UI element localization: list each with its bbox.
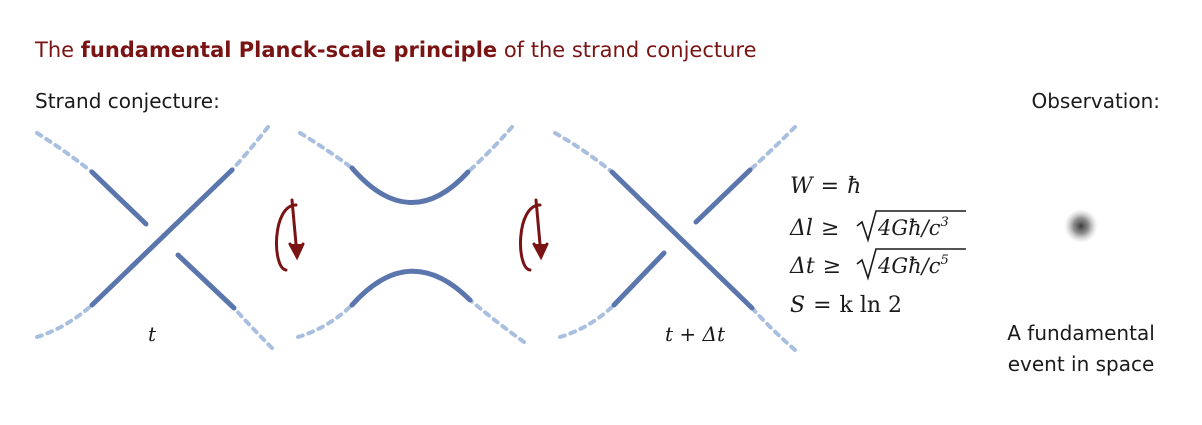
right-heading: Observation: [1031,89,1160,113]
title-suffix: of the strand conjecture [497,38,756,62]
equation-lhs: Δl [789,216,813,241]
equation-lhs: W [790,174,815,199]
equation-rhs: k ln 2 [840,293,903,318]
strand-tail [750,127,795,170]
crossing-panel-start [37,127,272,348]
equations: W=ħ Δl≥ 4Għ/c3 Δt≥ 4Għ/c5 S=k ln 2 [789,174,966,318]
equation-length: Δl ≥ [789,216,839,241]
time-label-end: t + Δt [665,322,726,346]
strand-tail [300,133,352,168]
time-label-start: t [148,322,157,346]
strand-tail [555,133,612,172]
title-prefix: The [34,38,81,62]
equation-action: W= ħ [790,174,861,199]
rotation-arrow-icon [521,200,547,270]
strand-lower-arc [352,271,470,305]
equation-relation: = [821,174,839,199]
sqrt-body: 4Għ/c3 [877,215,949,240]
crossing-panel-end [555,127,795,350]
strand-under [178,255,234,308]
sqrt-content: 4Għ/c [877,254,941,278]
title: The fundamental Planck-scale principle o… [34,38,757,62]
strand-tail [37,133,92,172]
title-emphasis: fundamental Planck-scale principle [81,38,497,62]
sqrt-body: 4Għ/c5 [877,253,949,278]
strand-tail [232,127,268,170]
sqrt-exponent: 5 [941,253,949,268]
strand-tail [468,127,512,172]
equation-entropy: S = k ln 2 [790,293,902,318]
equation-relation: ≥ [821,216,839,241]
strand-tail [37,305,92,337]
rotation-arrow-icon [277,200,303,270]
equation-rhs: ħ [847,174,861,199]
intermediate-panel [298,127,524,342]
equation-time: Δt ≥ [789,254,841,279]
sqrt-exponent: 3 [941,215,949,230]
sqrt-content: 4Għ/c [877,216,941,240]
strand-tail [298,305,352,337]
equation-relation: = [813,293,831,318]
strand-under [92,172,146,224]
strand-under [614,253,664,305]
equation-lhs: S [790,293,805,318]
strand-tail [560,305,614,337]
observation-caption-line-1: A fundamental [1007,321,1155,345]
blurred-event-dot-icon [1064,209,1098,243]
equation-relation: ≥ [823,254,841,279]
left-heading: Strand conjecture: [35,89,220,113]
strand-upper-arc [352,168,468,203]
strand-tail [470,300,524,342]
strand-tail [752,308,795,350]
strand-tail [234,308,272,348]
strand-under [696,170,750,222]
observation-caption-line-2: event in space [1008,352,1155,376]
equation-lhs: Δt [789,254,815,279]
